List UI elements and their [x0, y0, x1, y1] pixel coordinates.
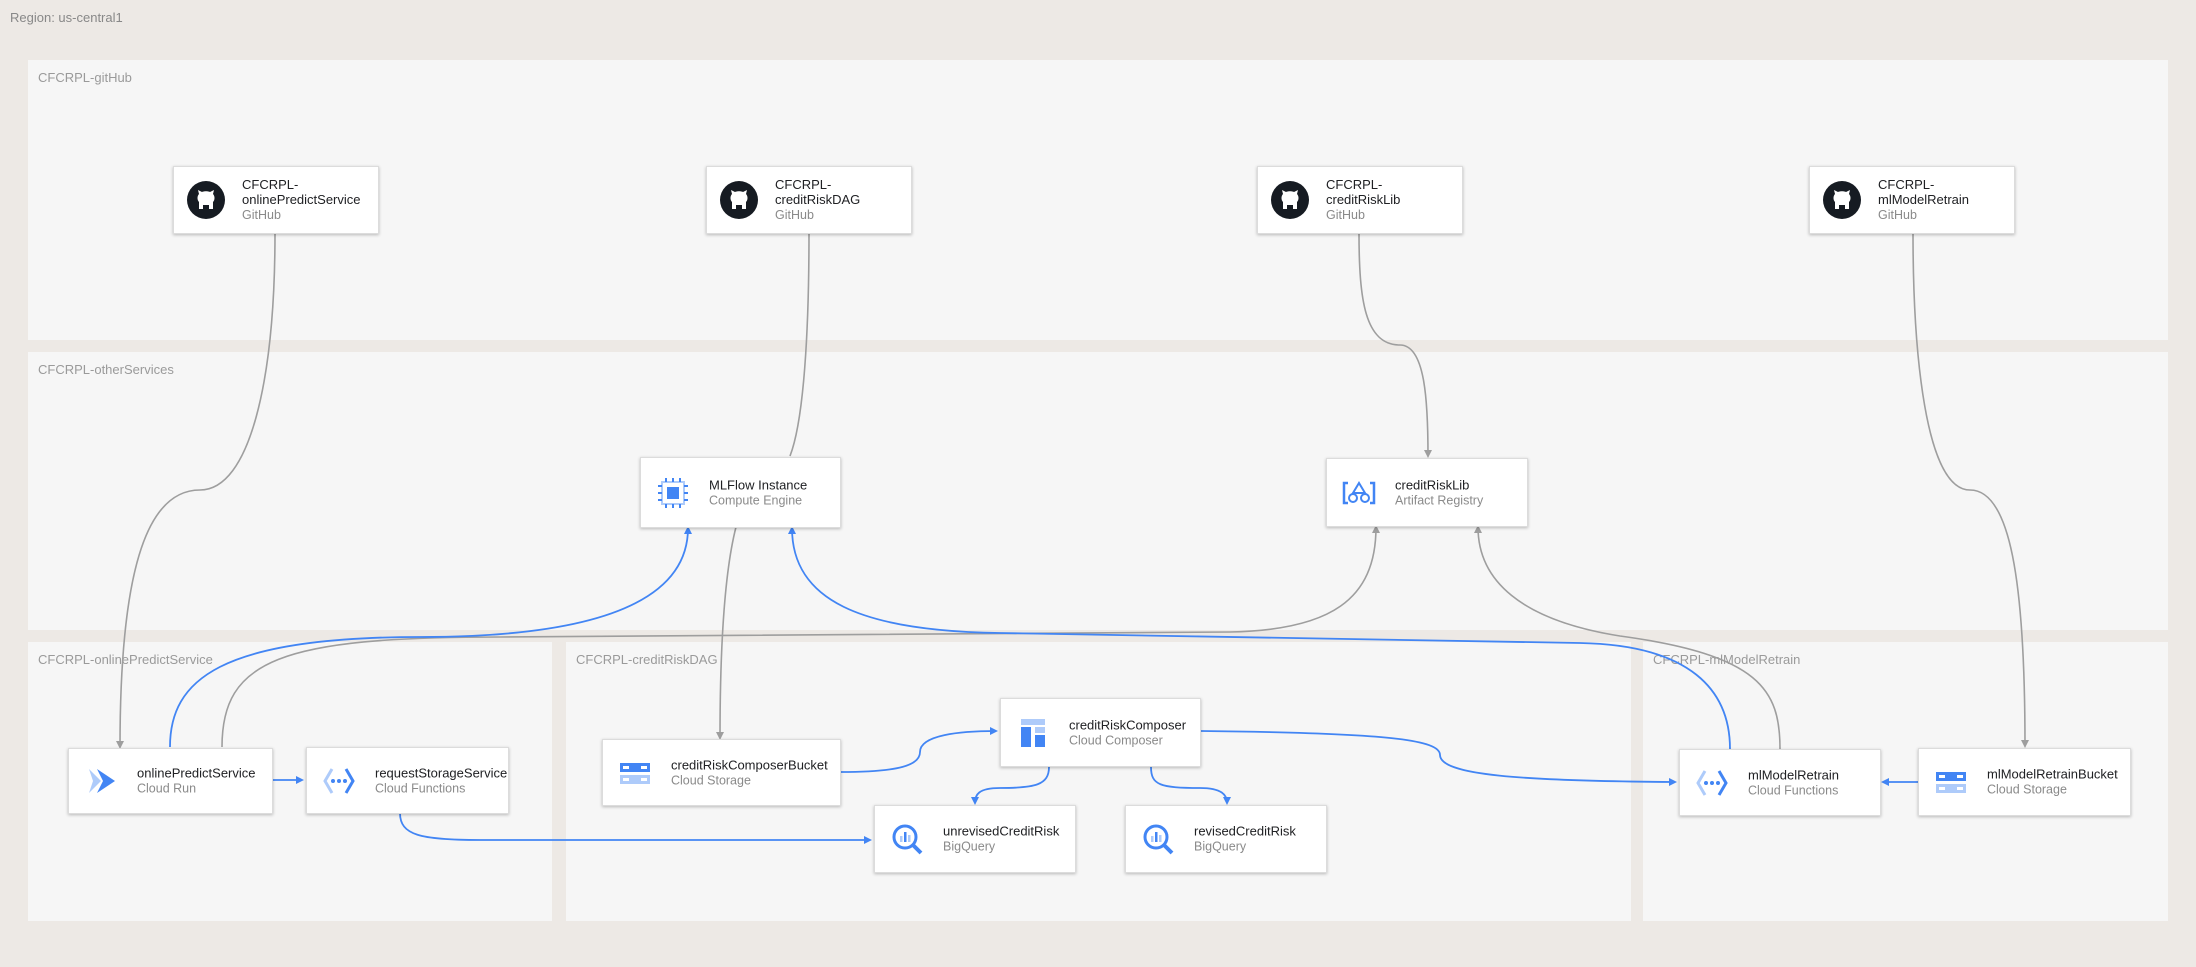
group-label-other-services: CFCRPL-otherServices: [38, 362, 174, 377]
artifact-registry-icon: [1342, 480, 1376, 504]
node-name: unrevisedCreditRisk: [943, 823, 1060, 839]
node-service: Artifact Registry: [1395, 493, 1484, 507]
node-name: creditRiskComposerBucket: [671, 757, 828, 772]
cloud-functions-icon: [323, 767, 355, 794]
cloud-run-icon: [89, 769, 115, 793]
node-service: Cloud Functions: [1748, 783, 1839, 797]
group-label-credit-risk-dag: CFCRPL-creditRiskDAG: [576, 652, 718, 667]
node-service: Cloud Storage: [671, 773, 751, 787]
cloud-functions-icon: [1696, 769, 1728, 796]
group-label-ml-model-retrain: CFCRPL-mlModelRetrain: [1653, 652, 1801, 667]
node-name: CFCRPL- mlModelRetrain: [1878, 177, 1970, 207]
node-service: Cloud Run: [137, 781, 197, 796]
group-other-services: CFCRPL-otherServices: [28, 352, 2168, 630]
group-label-online-predict-service: CFCRPL-onlinePredictService: [38, 652, 213, 667]
node-service: Cloud Composer: [1069, 733, 1163, 747]
node-name: revisedCreditRisk: [1194, 823, 1296, 839]
region-label: Region: us-central1: [10, 10, 123, 25]
node-name: MLFlow Instance: [709, 477, 808, 492]
node-name: onlinePredictService: [137, 765, 256, 781]
node-name: CFCRPL- creditRiskLib: [1326, 177, 1401, 207]
node-name: CFCRPL- creditRiskDAG: [775, 177, 861, 207]
cloud-storage-icon: [620, 762, 650, 784]
node-service: GitHub: [775, 208, 814, 222]
github-icon: [720, 181, 758, 219]
compute-engine-icon: [658, 477, 688, 508]
github-icon: [1823, 181, 1861, 219]
github-icon: [1271, 181, 1309, 219]
node-service: BigQuery: [943, 839, 996, 854]
node-name: creditRiskLib: [1395, 477, 1470, 492]
bigquery-icon: [892, 824, 923, 855]
node-name: creditRiskComposer: [1069, 717, 1187, 732]
node-name: CFCRPL- onlinePredictService: [242, 177, 361, 207]
node-service: Cloud Storage: [1987, 782, 2067, 797]
bigquery-icon: [1143, 824, 1174, 855]
node-service: Compute Engine: [709, 493, 803, 507]
node-name: mlModelRetrain: [1748, 767, 1840, 782]
node-name: requestStorageService: [375, 765, 508, 780]
node-service: GitHub: [1326, 208, 1365, 222]
cloud-composer-icon: [1021, 718, 1045, 747]
node-service: BigQuery: [1194, 839, 1247, 854]
group-label-github: CFCRPL-gitHub: [38, 70, 132, 85]
cloud-storage-icon: [1936, 772, 1966, 793]
node-service: Cloud Functions: [375, 781, 466, 795]
github-icon: [187, 181, 225, 219]
node-name: mlModelRetrainBucket: [1987, 766, 2118, 782]
node-service: GitHub: [1878, 208, 1917, 222]
node-service: GitHub: [242, 208, 281, 222]
